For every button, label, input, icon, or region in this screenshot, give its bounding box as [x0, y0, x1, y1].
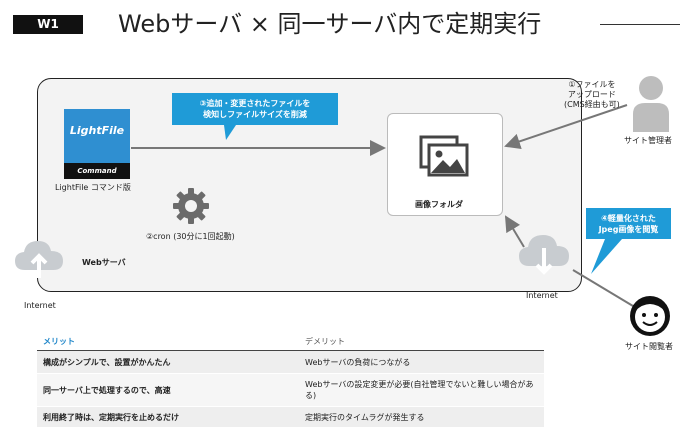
demerit-cell: 定期実行のタイムラグが発生する — [299, 406, 544, 428]
page-title: Webサーバ × 同一サーバ内で定期実行 — [118, 10, 542, 38]
section-badge: W1 — [13, 15, 83, 34]
site-viewer-icon — [630, 296, 670, 336]
table-row: 構成がシンプルで、設置がかんたん Webサーバの負荷につながる — [37, 350, 544, 374]
upload-arrow — [504, 104, 628, 150]
gear-icon — [173, 188, 209, 224]
site-admin-label: サイト管理者 — [624, 136, 672, 145]
comparison-table: メリット デメリット 構成がシンプルで、設置がかんたん Webサーバの負荷につな… — [37, 332, 544, 428]
lightfile-logo-text: LightFile — [69, 124, 125, 137]
upload-note-line1: ①ファイルを — [568, 80, 616, 89]
upload-note-line3: (CMS経由も可) — [564, 100, 620, 109]
lightfile-command-strip: Command — [64, 163, 130, 179]
cloud-download-icon — [519, 235, 569, 275]
demerit-cell: Webサーバの負荷につながる — [299, 350, 544, 374]
table-row: 利用終了時は、定期実行を止めるだけ 定期実行のタイムラグが発生する — [37, 406, 544, 428]
title-rule — [600, 24, 680, 25]
cron-label: ②cron (30分に1回起動) — [146, 232, 235, 241]
callout-detect-line2: 検知しファイルサイズを削減 — [203, 110, 307, 119]
site-viewer-label: サイト閲覧者 — [625, 342, 673, 351]
demerit-header: デメリット — [305, 336, 345, 346]
cloud-upload-icon — [15, 241, 63, 278]
callout-view-line1: ④軽量化された — [601, 214, 656, 223]
internet-label-right: Internet — [526, 291, 558, 300]
callout-view: ④軽量化された Jpeg画像を閲覧 — [586, 208, 671, 239]
internet-label-left: Internet — [24, 301, 56, 310]
callout-view-pointer — [591, 239, 622, 274]
upload-note: ①ファイルを アップロード (CMS経由も可) — [564, 80, 620, 110]
callout-detect-pointer — [224, 125, 236, 140]
upload-note-line2: アップロード — [567, 90, 616, 99]
table-header-row: メリット デメリット — [37, 332, 544, 351]
callout-detect-line1: ③追加・変更されたファイルを — [199, 99, 311, 108]
lightfile-caption: LightFile コマンド版 — [55, 183, 131, 192]
merit-cell: 構成がシンプルで、設置がかんたん — [37, 350, 299, 374]
web-server-label: Webサーバ — [82, 258, 126, 267]
callout-view-line2: Jpeg画像を閲覧 — [598, 225, 659, 234]
site-admin-icon — [633, 76, 669, 132]
table-row: 同一サーバ上で処理するので、高速 Webサーバの設定変更が必要(自社管理でないと… — [37, 373, 544, 407]
merit-cell: 同一サーバ上で処理するので、高速 — [37, 373, 299, 407]
merit-header: メリット — [43, 336, 75, 346]
demerit-cell: Webサーバの設定変更が必要(自社管理でないと難しい場合がある) — [299, 373, 544, 407]
callout-detect: ③追加・変更されたファイルを 検知しファイルサイズを削減 — [172, 93, 338, 125]
merit-cell: 利用終了時は、定期実行を止めるだけ — [37, 406, 299, 428]
image-folder-label: 画像フォルダ — [415, 200, 463, 209]
viewer-to-cloud-line — [572, 269, 639, 310]
cloud-to-folder-arrow — [504, 215, 525, 248]
image-folder-icon — [419, 135, 469, 177]
